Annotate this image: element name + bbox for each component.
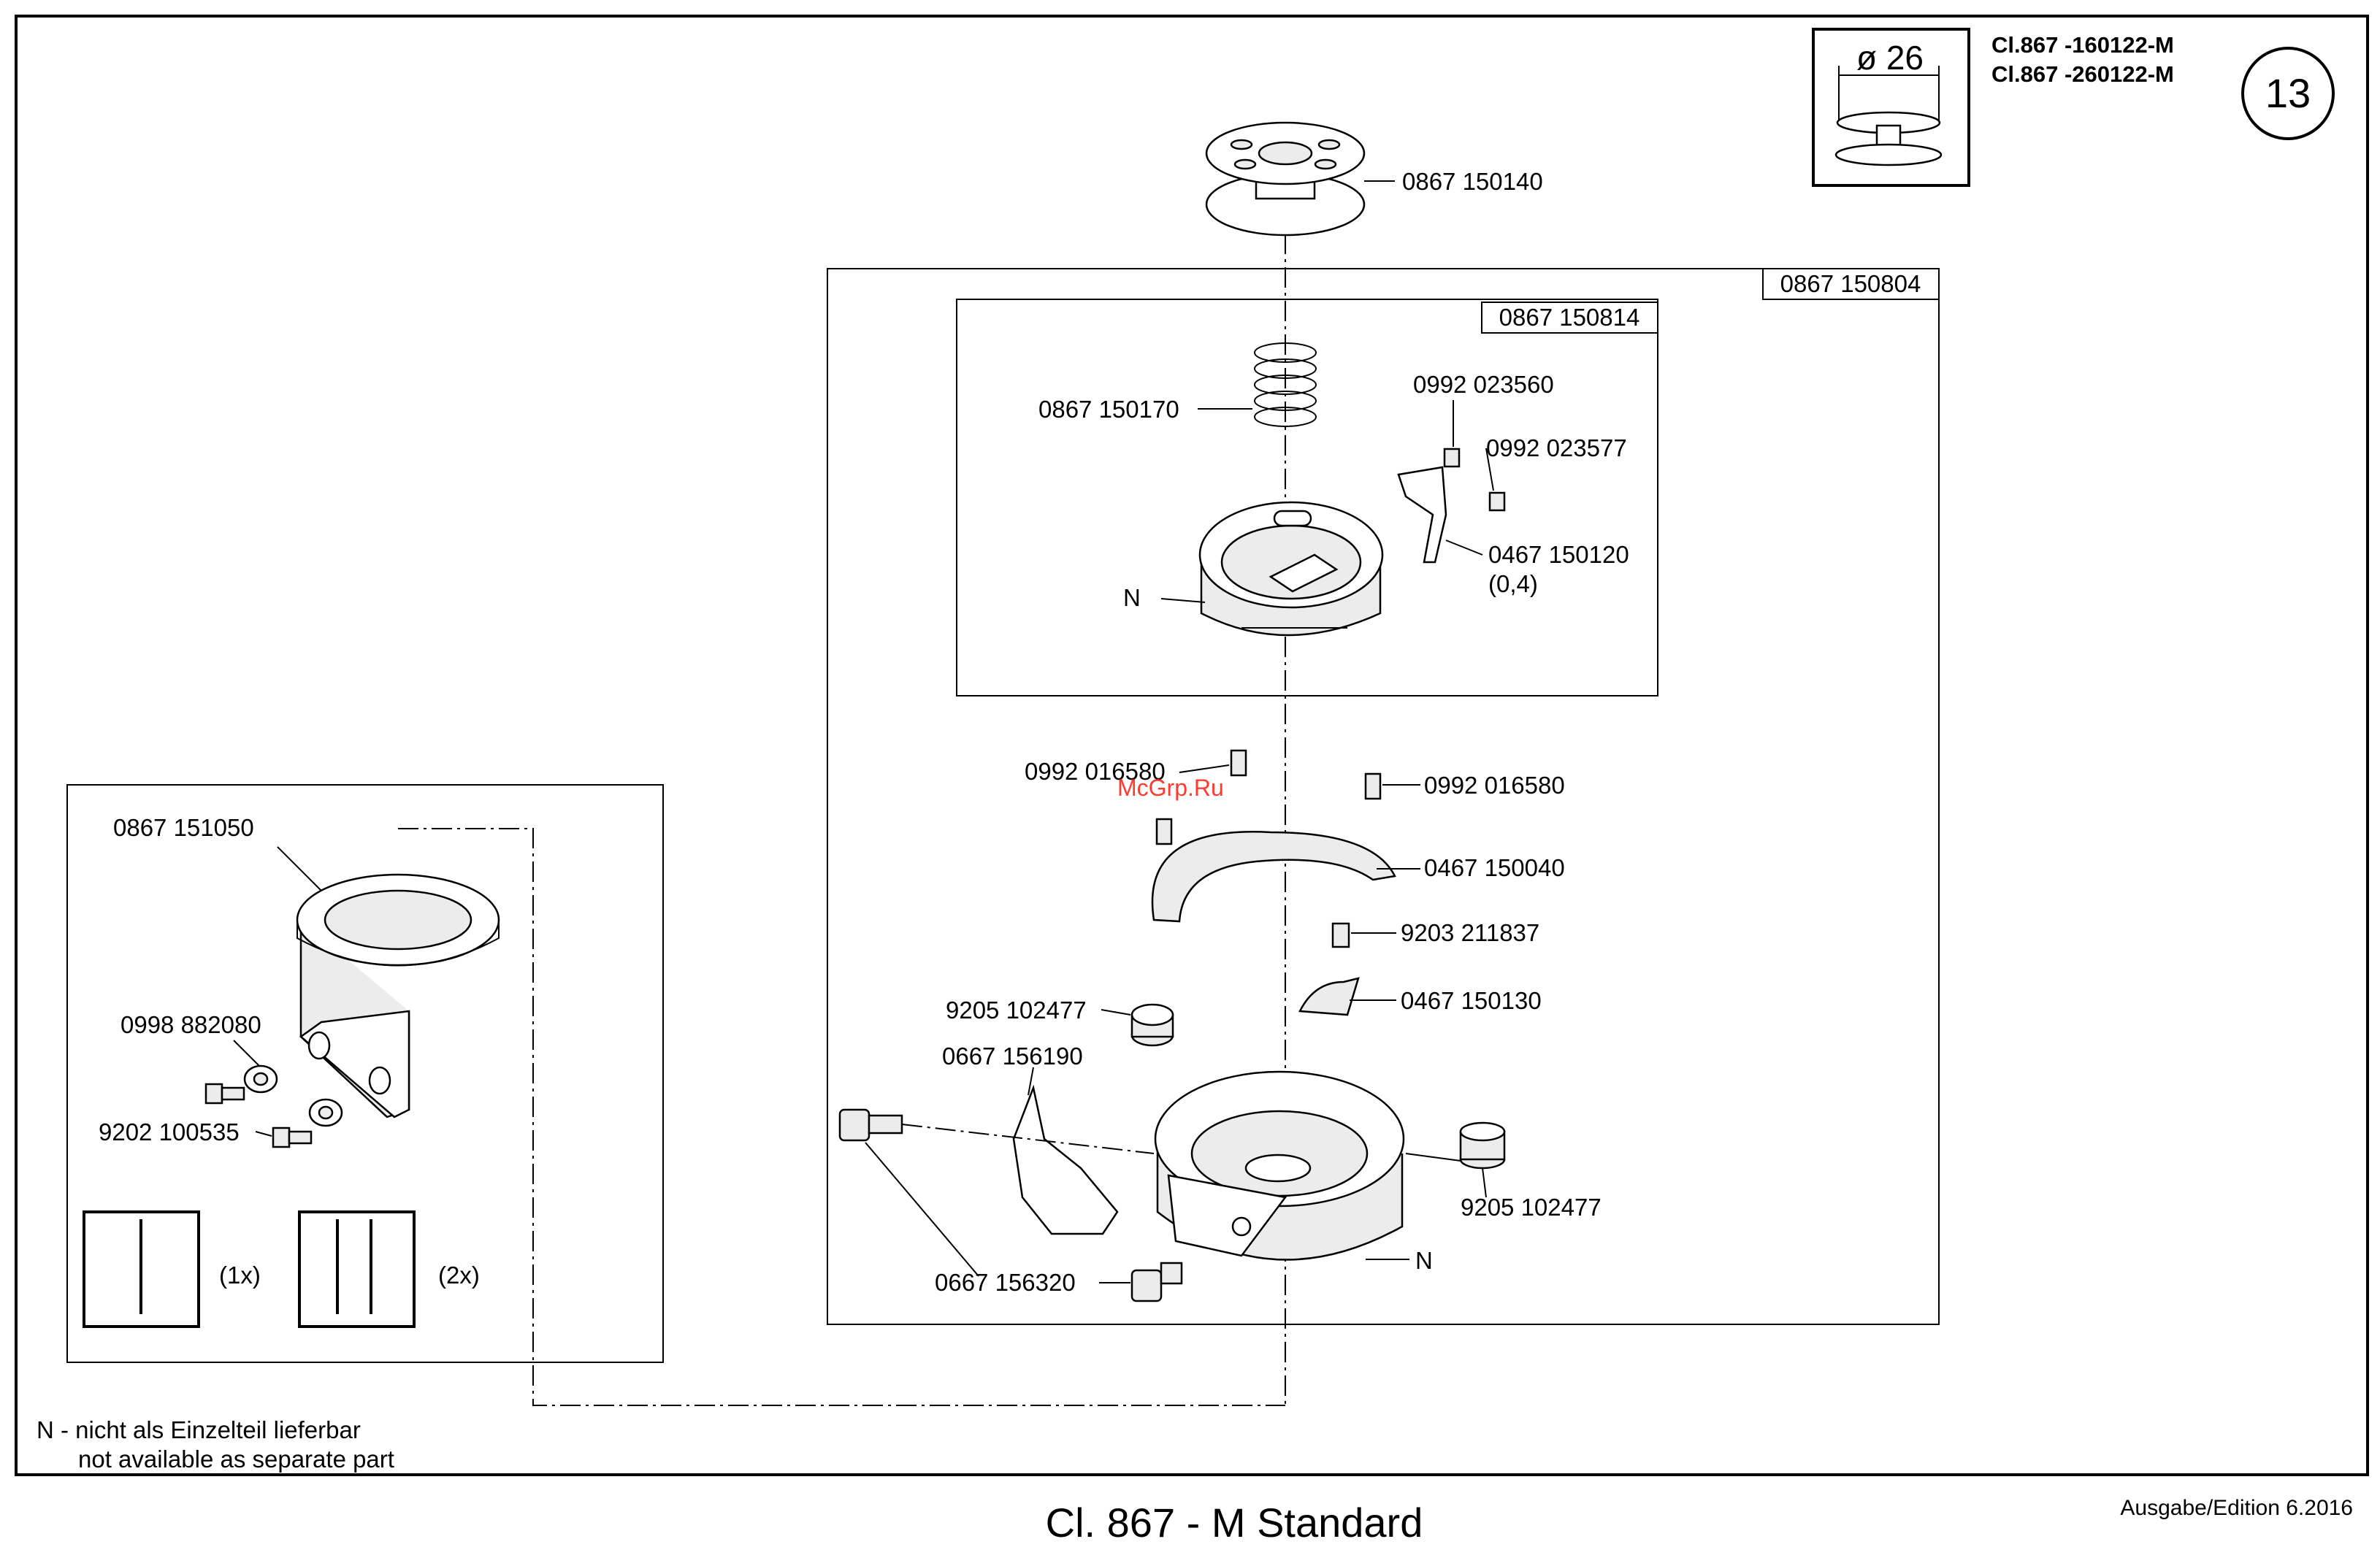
label-guard: 0667 156190: [942, 1043, 1083, 1070]
label-screw-b: 0992 023577: [1486, 434, 1627, 461]
label-finger: 0467 150130: [1401, 987, 1542, 1014]
bracket-axis: [398, 828, 1285, 1406]
diameter-label: ø 26: [1856, 39, 1924, 77]
label-bracket-screw: 9202 100535: [99, 1118, 240, 1145]
watermark: McGrp.Ru: [1117, 775, 1224, 801]
label-screw-left: 0992 016580: [1025, 758, 1166, 785]
label-needle-2x: (2x): [438, 1262, 480, 1289]
finger-part: [1298, 977, 1360, 1016]
assembly-outer-box: [827, 268, 1940, 1325]
washer-part: [243, 1064, 343, 1127]
label-n-bobbin-case: N: [1123, 584, 1141, 611]
footer-note-2: not available as separate part: [78, 1446, 394, 1473]
label-assembly-inner: 0867 150814: [1499, 304, 1640, 331]
label-set-screw-right: 9205 102477: [1461, 1194, 1602, 1221]
retainer-part: [1151, 831, 1396, 923]
class-line-1: Cl.867 -160122-M: [1991, 32, 2174, 58]
set-screw-right-part: [1459, 1121, 1506, 1170]
footer-note-1: N - nicht als Einzelteil lieferbar: [37, 1416, 361, 1443]
label-screw-small: 9203 211837: [1401, 919, 1539, 946]
hex-screw-left-part: [838, 1108, 903, 1142]
guard-part: [1012, 1084, 1119, 1235]
label-tension-spring-note: (0,4): [1488, 570, 1538, 597]
bracket-screw-part: [204, 1083, 313, 1148]
label-n-hook: N: [1415, 1247, 1433, 1274]
hex-screw-bottom-part: [1130, 1262, 1183, 1302]
label-retainer: 0467 150040: [1424, 854, 1565, 881]
label-washer: 0998 882080: [120, 1011, 261, 1038]
bobbin-diameter-box: ø 26: [1812, 28, 1970, 187]
label-spring: 0867 150170: [1038, 396, 1179, 423]
screw-right-part: [1364, 772, 1382, 800]
page-number-circle: [2241, 47, 2335, 140]
rotary-hook-part: [1154, 1070, 1405, 1261]
needle-box-2x: [298, 1210, 416, 1328]
bracket-part: [296, 873, 500, 1118]
label-hex-screw: 0667 156320: [935, 1269, 1076, 1296]
tension-spring-part: [1397, 466, 1447, 564]
page-number: 13: [2265, 70, 2311, 116]
label-needle-1x: (1x): [219, 1262, 261, 1289]
bobbin-case: [1198, 501, 1384, 637]
class-line-2: Cl.867 -260122-M: [1991, 61, 2174, 87]
screw-a-part: [1443, 448, 1461, 468]
assembly-inner-tag: [1481, 302, 1658, 334]
label-bobbin: 0867 150140: [1402, 168, 1543, 195]
page-frame: [15, 15, 2369, 1476]
label-tension-spring: 0467 150120: [1488, 541, 1629, 568]
set-screw-top-part: [1130, 1003, 1174, 1047]
bobbin: [1205, 121, 1366, 237]
label-screw-right: 0992 016580: [1424, 772, 1565, 799]
assembly-outer-tag: [1762, 268, 1940, 300]
bracket-box: [66, 784, 664, 1363]
assembly-inner-box: [956, 299, 1658, 696]
screw-left2-part: [1155, 818, 1173, 845]
needle-box-1x: [83, 1210, 200, 1328]
spring: [1254, 342, 1317, 427]
label-bracket: 0867 151050: [113, 814, 254, 841]
label-set-screw-top: 9205 102477: [946, 997, 1087, 1024]
label-screw-a: 0992 023560: [1413, 371, 1554, 398]
screw-left-part: [1230, 749, 1247, 777]
screw-b-part: [1488, 491, 1506, 512]
footer-title: Cl. 867 - M Standard: [1046, 1500, 1423, 1546]
footer-edition: Ausgabe/Edition 6.2016: [2120, 1496, 2353, 1520]
screw-small-part: [1331, 922, 1350, 948]
label-assembly-outer: 0867 150804: [1780, 270, 1921, 297]
